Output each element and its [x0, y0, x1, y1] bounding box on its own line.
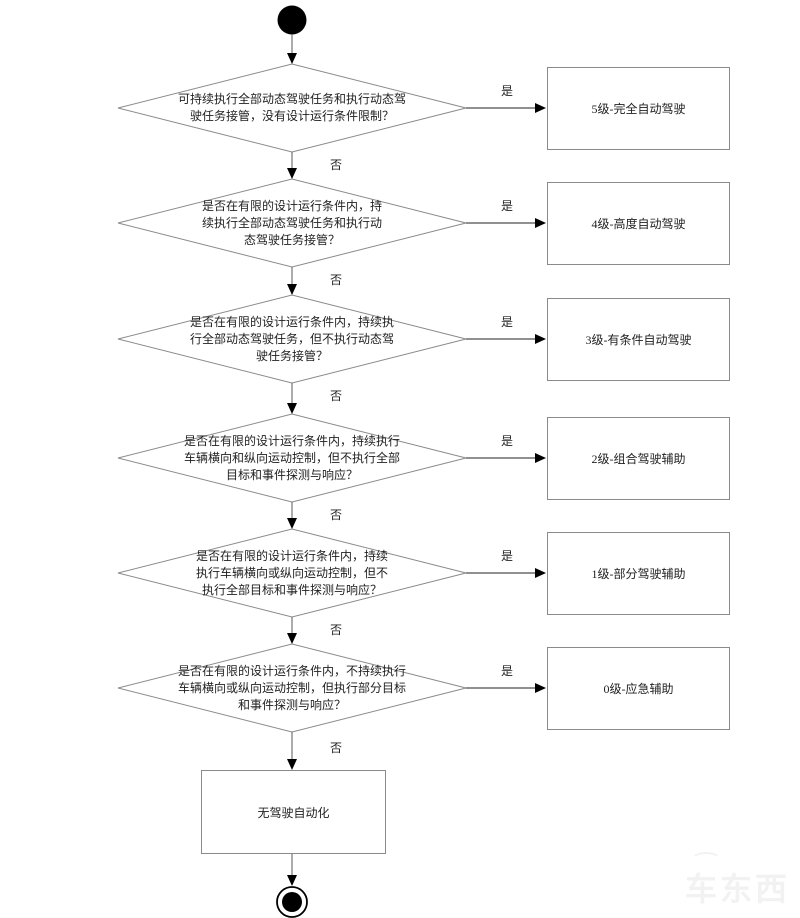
arrowhead-icon	[287, 759, 297, 770]
decision-question-4: 是否在有限的设计运行条件内，持续执行 车辆横向和纵向运动控制，但不执行全部 目标…	[183, 433, 400, 482]
result-label: 0级-应急辅助	[603, 682, 674, 696]
watermark-arc-icon	[690, 852, 721, 868]
arrowhead-icon	[535, 103, 546, 113]
yes-label-1: 是	[500, 84, 513, 98]
arrowhead-icon	[287, 284, 297, 295]
arrowhead-icon	[287, 875, 297, 886]
arrowhead-icon	[535, 453, 546, 463]
no-label-1: 否	[329, 158, 342, 172]
arrowhead-icon	[287, 53, 297, 64]
yes-label-3: 是	[500, 315, 513, 329]
decision-diamonds	[117, 63, 467, 733]
yes-label-4: 是	[500, 434, 513, 448]
result-box-level1: 1级-部分驾驶辅助	[547, 532, 730, 615]
yes-label-5: 是	[500, 549, 513, 563]
result-box-level4: 4级-高度自动驾驶	[547, 182, 730, 265]
result-box-level2: 2级-组合驾驶辅助	[547, 417, 730, 500]
result-label: 5级-完全自动驾驶	[591, 102, 686, 116]
terminal-label: 无驾驶自动化	[257, 805, 330, 820]
result-box-level0: 0级-应急辅助	[547, 647, 730, 730]
arrowhead-icon	[287, 403, 297, 414]
arrowhead-icon	[287, 633, 297, 644]
result-label: 1级-部分驾驶辅助	[591, 567, 686, 581]
arrowhead-icon	[535, 683, 546, 693]
no-label-3: 否	[329, 389, 342, 403]
yes-branch-connectors	[466, 103, 546, 693]
result-label: 2级-组合驾驶辅助	[591, 452, 686, 466]
arrowhead-icon	[287, 518, 297, 529]
watermark: 车东西	[684, 852, 790, 910]
decision-question-2: 是否在有限的设计运行条件内，持 续执行全部动态驾驶任务和执行动 态驾驶任务接管？	[201, 198, 382, 247]
no-label-4: 否	[329, 508, 342, 522]
no-label-6: 否	[329, 741, 342, 755]
result-box-level5: 5级-完全自动驾驶	[547, 67, 730, 150]
result-label: 3级-有条件自动驾驶	[585, 333, 692, 347]
decision-question-6: 是否在有限的设计运行条件内，不持续执行 车辆横向或纵向运动控制，但执行部分目标 …	[177, 663, 406, 712]
no-label-5: 否	[329, 623, 342, 637]
arrowhead-icon	[535, 568, 546, 578]
decision-question-3: 是否在有限的设计运行条件内，持续执 行全部动态驾驶任务，但不执行动态驾 驶任务接…	[189, 314, 394, 363]
yes-label-2: 是	[500, 199, 513, 213]
yes-label-6: 是	[500, 664, 513, 678]
decision-question-1: 可持续执行全部动态驾驶任务和执行动态驾 驶任务接管，没有设计运行条件限制？	[177, 92, 406, 123]
terminal-box: 无驾驶自动化	[201, 770, 386, 854]
result-box-level3: 3级-有条件自动驾驶	[547, 298, 730, 381]
arrowhead-icon	[535, 218, 546, 228]
vertical-connectors	[287, 34, 297, 886]
arrowhead-icon	[535, 334, 546, 344]
no-label-2: 否	[329, 273, 342, 287]
arrowhead-icon	[287, 168, 297, 179]
end-node-icon	[276, 886, 308, 918]
start-node-icon	[277, 5, 307, 35]
watermark-text: 车东西	[684, 871, 790, 907]
decision-question-5: 是否在有限的设计运行条件内，持续 执行车辆横向或纵向运动控制，但不 执行全部目标…	[195, 548, 388, 597]
result-label: 4级-高度自动驾驶	[591, 217, 686, 231]
